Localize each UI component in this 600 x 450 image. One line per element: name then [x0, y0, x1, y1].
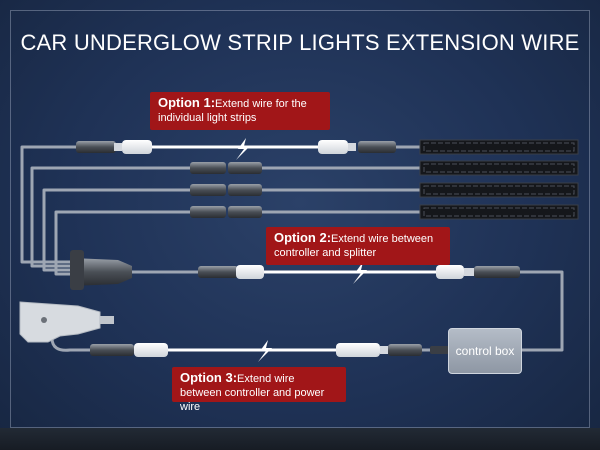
connector-white [134, 343, 168, 357]
connector-dark [190, 162, 226, 174]
diagram-frame [10, 10, 590, 428]
lightning-icon [258, 340, 272, 362]
connector-dark [198, 266, 238, 278]
option-1-heading: Option 1: [158, 95, 216, 110]
connector-tip [464, 268, 474, 276]
led-strip [419, 204, 579, 220]
wire-power [50, 337, 92, 352]
connector-tip [348, 143, 356, 151]
option-2-heading: Option 2: [274, 230, 332, 245]
option-1-text: Extend wire for the individual light str… [158, 98, 307, 124]
option-3-heading: Option 3: [180, 370, 238, 385]
wire-strip-3 [42, 188, 190, 272]
wire-to-controlbox [520, 270, 564, 352]
option-1-label: Option 1:Extend wire for the individual … [150, 92, 330, 130]
extension-wires [150, 145, 438, 352]
connector-white [318, 140, 348, 154]
option-2-label: Option 2:Extend wire between controller … [266, 227, 450, 265]
connector-white [336, 343, 380, 357]
connector-dark [190, 206, 226, 218]
cigarette-lighter-plug [19, 301, 114, 343]
led-strip [419, 182, 579, 198]
connector-white [236, 265, 264, 279]
connector-dark [190, 184, 226, 196]
lightning-icon [353, 262, 367, 284]
lightning-icons [236, 138, 367, 362]
connector-white [436, 265, 464, 279]
connector-tip [380, 346, 388, 354]
connector-dark [388, 344, 422, 356]
connector-dark [228, 162, 262, 174]
connector-dark [474, 266, 520, 278]
splitter-wires [20, 145, 564, 352]
connector-tip [114, 143, 122, 151]
connector-dark [358, 141, 396, 153]
control-box-label: control box [455, 344, 515, 358]
connector-dark [76, 141, 116, 153]
led-strip [419, 139, 579, 155]
option3-connectors [90, 343, 450, 357]
floor-strip [0, 428, 600, 450]
wire-strip-2 [30, 166, 190, 268]
control-box: control box [448, 328, 522, 374]
splitter-connector [70, 250, 132, 290]
option-2-text: Extend wire between controller and split… [274, 233, 434, 259]
page-title: CAR UNDERGLOW STRIP LIGHTS EXTENSION WIR… [20, 30, 580, 55]
connector-dark [228, 206, 262, 218]
strip-connectors [190, 162, 262, 218]
option-3-text: Extend wire between controller and power… [180, 373, 325, 413]
option-3-label: Option 3:Extend wire between controller … [172, 367, 346, 413]
connector-dark [430, 346, 450, 354]
connector-white [122, 140, 152, 154]
option1-connectors [76, 140, 396, 154]
led-strip [419, 160, 579, 176]
led-strips [419, 139, 579, 220]
connector-dark [90, 344, 134, 356]
lightning-icon [236, 138, 250, 160]
connector-dark [228, 184, 262, 196]
option2-connectors [198, 265, 520, 279]
